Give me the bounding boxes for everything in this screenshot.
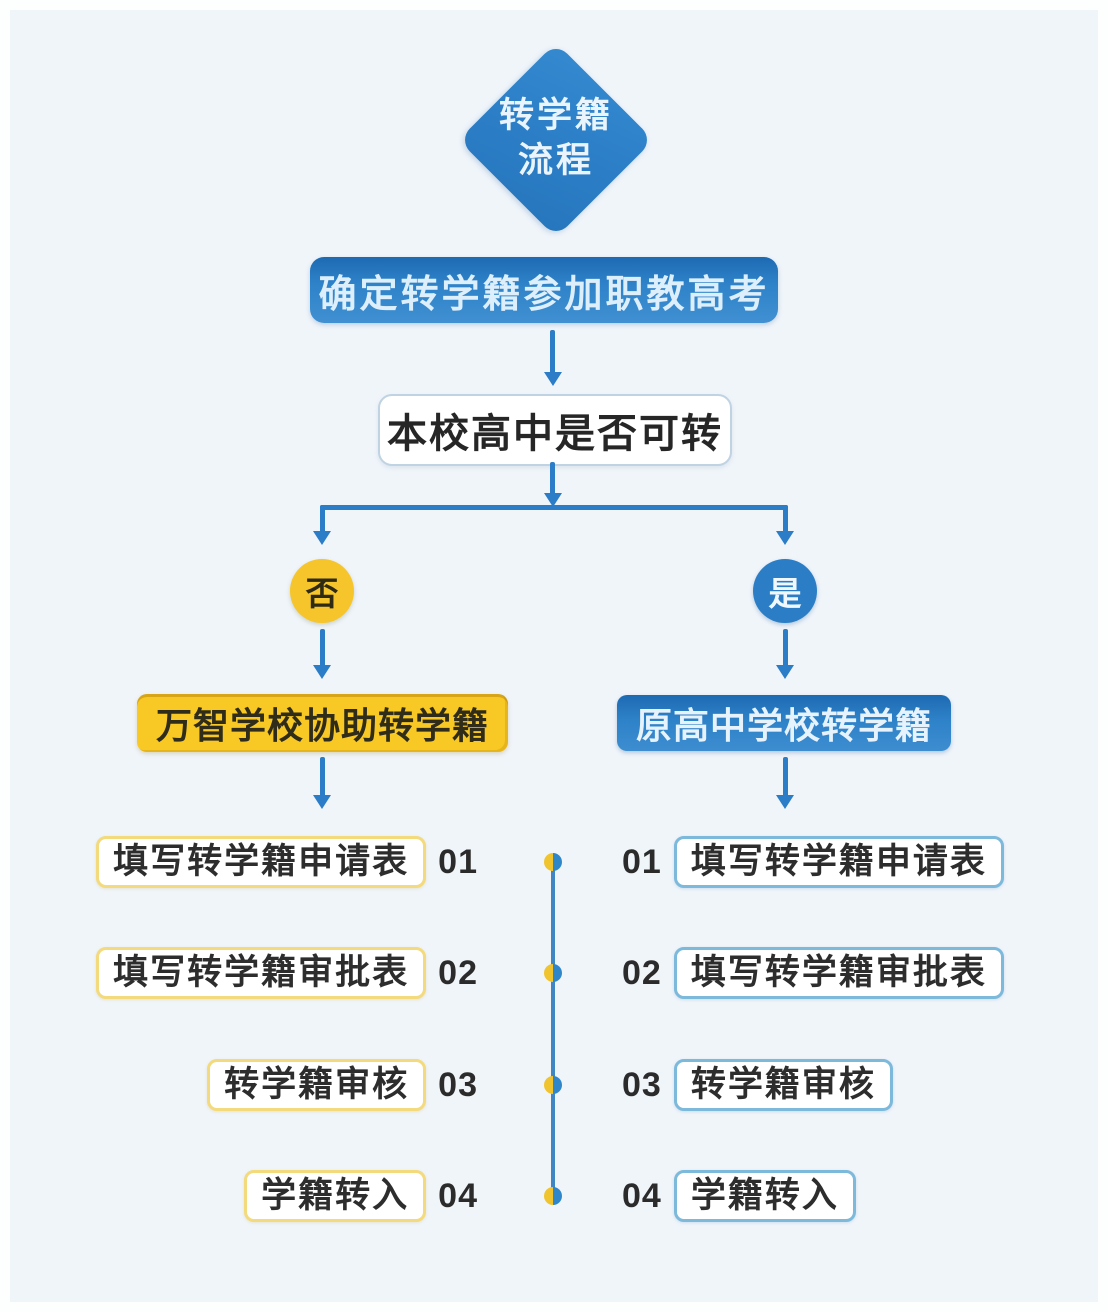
right-step-num-2: 02 (622, 953, 662, 992)
left-step-box-1: 填写转学籍申请表 (96, 836, 427, 888)
branch-right-stub (783, 505, 788, 533)
left-step-row-1: 填写转学籍申请表 01 (90, 836, 478, 888)
left-step-row-2: 填写转学籍审批表 02 (90, 947, 478, 999)
arrow-line-no-action (320, 629, 325, 667)
arrow-head-left-steps (313, 795, 331, 809)
right-step-row-4: 04 学籍转入 (622, 1170, 856, 1222)
branch-left-stub (320, 505, 325, 533)
arrow-line-header-decision (550, 330, 555, 374)
left-step-row-3: 转学籍审核 03 (90, 1059, 478, 1111)
arrow-head-no-action (313, 665, 331, 679)
left-step-num-3: 03 (438, 1065, 478, 1104)
left-step-num-4: 04 (438, 1176, 478, 1215)
decision-box: 本校高中是否可转 (378, 394, 732, 466)
right-step-num-1: 01 (622, 842, 662, 881)
right-step-row-1: 01 填写转学籍申请表 (622, 836, 1004, 888)
right-step-num-4: 04 (622, 1176, 662, 1215)
arrow-line-left-steps (320, 757, 325, 797)
right-step-box-3: 转学籍审核 (673, 1059, 893, 1111)
right-step-box-1: 填写转学籍申请表 (673, 836, 1004, 888)
branch-left-arrow-head (313, 531, 331, 545)
arrow-head-decision-branch (544, 493, 562, 507)
timeline-dot-4 (544, 1187, 562, 1205)
answer-circle-yes: 是 (753, 559, 817, 623)
timeline-line (551, 861, 555, 1198)
timeline-dot-1 (544, 853, 562, 871)
left-step-num-2: 02 (438, 953, 478, 992)
right-step-row-3: 03 转学籍审核 (622, 1059, 893, 1111)
answer-circle-no: 否 (290, 559, 354, 623)
arrow-head-yes-action (776, 665, 794, 679)
title-line-1: 转学籍 (498, 96, 613, 135)
action-box-left: 万智学校协助转学籍 (137, 694, 508, 752)
left-step-box-4: 学籍转入 (244, 1170, 427, 1222)
right-step-box-2: 填写转学籍审批表 (673, 947, 1004, 999)
flowchart-title: 转学籍 流程 (456, 93, 656, 183)
title-line-2: 流程 (517, 141, 594, 180)
arrow-head-header-decision (544, 372, 562, 386)
right-step-num-3: 03 (622, 1065, 662, 1104)
left-step-box-2: 填写转学籍审批表 (96, 947, 427, 999)
header-step-box: 确定转学籍参加职教高考 (310, 257, 778, 323)
timeline-dot-2 (544, 964, 562, 982)
timeline-dot-3 (544, 1076, 562, 1094)
left-step-row-4: 学籍转入 04 (90, 1170, 478, 1222)
left-step-box-3: 转学籍审核 (207, 1059, 427, 1111)
arrow-line-decision-branch (550, 462, 555, 496)
left-step-num-1: 01 (438, 842, 478, 881)
arrow-head-right-steps (776, 795, 794, 809)
right-step-box-4: 学籍转入 (673, 1170, 856, 1222)
action-box-right: 原高中学校转学籍 (617, 695, 951, 751)
arrow-line-right-steps (783, 757, 788, 797)
branch-horizontal-line (320, 505, 788, 510)
arrow-line-yes-action (783, 629, 788, 667)
right-step-row-2: 02 填写转学籍审批表 (622, 947, 1004, 999)
branch-right-arrow-head (776, 531, 794, 545)
